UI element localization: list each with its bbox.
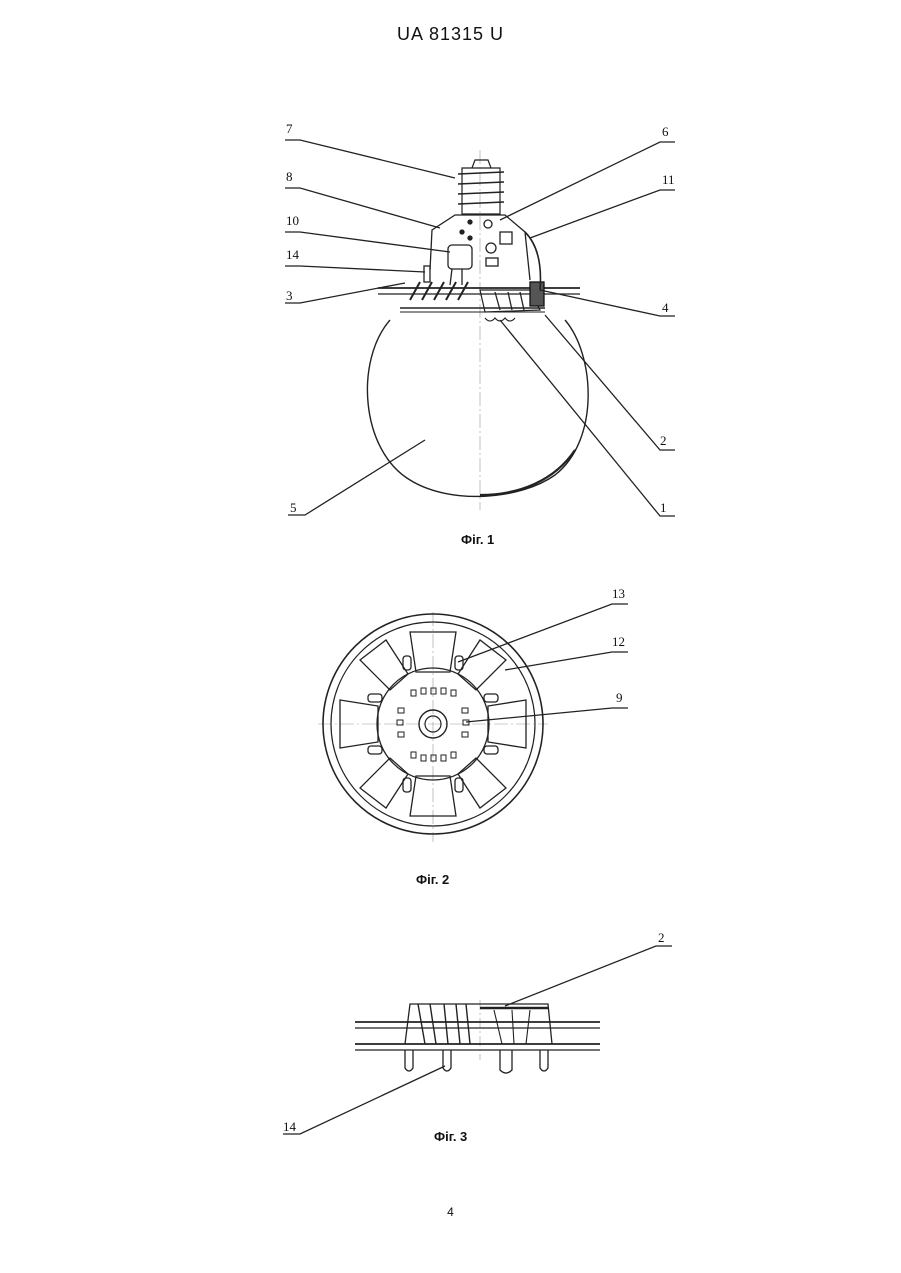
label-12: 12 <box>612 634 625 649</box>
page-number: 4 <box>0 1205 901 1219</box>
label-2: 2 <box>660 433 667 448</box>
figure-3-side-view <box>283 946 672 1134</box>
label-10: 10 <box>286 213 299 228</box>
figure-2-caption: Фіг. 2 <box>416 872 449 887</box>
label-3: 3 <box>286 288 293 303</box>
label-14: 14 <box>286 247 300 262</box>
label-1: 1 <box>660 500 667 515</box>
label-4: 4 <box>662 300 669 315</box>
label-14: 14 <box>283 1119 297 1134</box>
figure-3-caption: Фіг. 3 <box>434 1129 467 1144</box>
figure-3-labels: 2 14 <box>283 930 665 1134</box>
figure-1-caption: Фіг. 1 <box>461 532 494 547</box>
label-7: 7 <box>286 121 293 136</box>
label-5: 5 <box>290 500 297 515</box>
label-11: 11 <box>662 172 675 187</box>
label-13: 13 <box>612 586 625 601</box>
label-6: 6 <box>662 124 669 139</box>
label-8: 8 <box>286 169 293 184</box>
label-9: 9 <box>616 690 623 705</box>
figure-1-lamp <box>285 140 675 516</box>
label-2: 2 <box>658 930 665 945</box>
figure-2-top-view <box>318 604 628 842</box>
